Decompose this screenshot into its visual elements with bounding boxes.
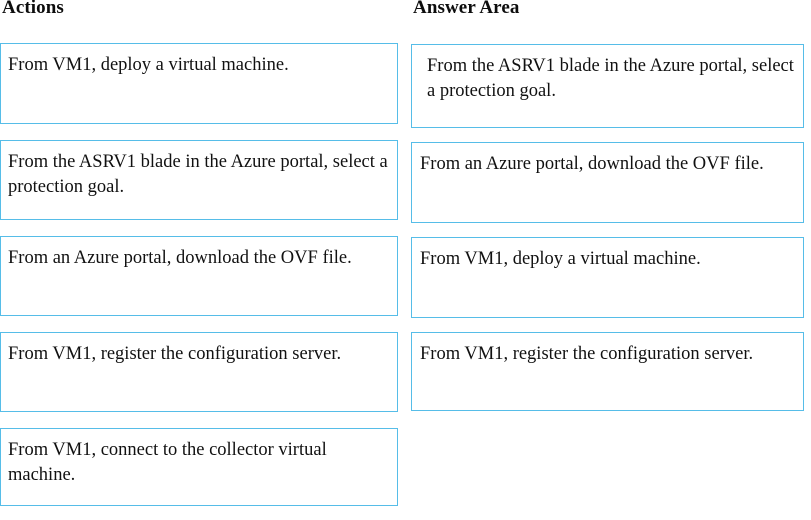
actions-column-heading: Actions [2,0,64,18]
actions-card-stack: From VM1, deploy a virtual machine. From… [0,43,400,506]
answer-area-column: Answer Area From the ASRV1 blade in the … [411,0,811,520]
answer-card[interactable]: From VM1, register the configuration ser… [411,332,804,411]
action-card[interactable]: From the ASRV1 blade in the Azure portal… [0,140,398,220]
action-card[interactable]: From VM1, register the configuration ser… [0,332,398,412]
action-card[interactable]: From VM1, deploy a virtual machine. [0,43,398,124]
action-card-text: From VM1, deploy a virtual machine. [8,55,289,75]
answer-card-text: From VM1, register the configuration ser… [420,344,754,364]
answer-area-column-heading: Answer Area [413,0,520,18]
answer-card-text: From an Azure portal, download the OVF f… [420,154,764,174]
action-card[interactable]: From VM1, connect to the collector virtu… [0,428,398,506]
answer-card[interactable]: From an Azure portal, download the OVF f… [411,142,804,223]
answer-card-stack: From the ASRV1 blade in the Azure portal… [411,44,811,411]
action-card-text: From VM1, register the configuration ser… [8,344,342,364]
answer-card[interactable]: From the ASRV1 blade in the Azure portal… [411,44,804,128]
answer-card[interactable]: From VM1, deploy a virtual machine. [411,237,804,318]
answer-card-text: From VM1, deploy a virtual machine. [420,249,701,269]
action-card-text: From VM1, connect to the collector virtu… [8,440,327,485]
action-card[interactable]: From an Azure portal, download the OVF f… [0,236,398,316]
action-card-text: From the ASRV1 blade in the Azure portal… [8,152,388,197]
answer-card-text: From the ASRV1 blade in the Azure portal… [427,56,794,101]
action-card-text: From an Azure portal, download the OVF f… [8,248,352,268]
actions-column: Actions From VM1, deploy a virtual machi… [0,0,400,520]
